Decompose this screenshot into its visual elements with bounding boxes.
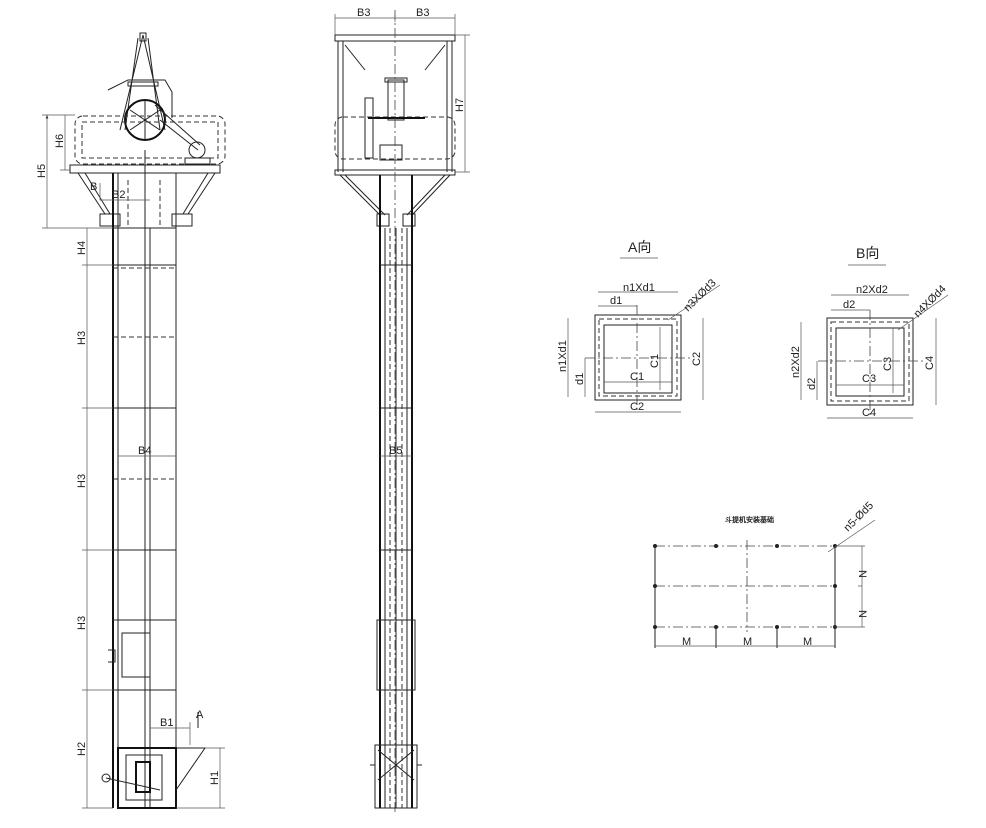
front-elevation-view: B3 B3 H7 B5 [334, 7, 470, 815]
label-d2-vertical: d2 [806, 378, 818, 390]
label-n1xd1-vertical: n1Xd1 [557, 340, 569, 372]
dim-B3: B3 [416, 7, 429, 19]
view-a-title: A向 [628, 239, 651, 255]
dim-H1: H1 [209, 771, 221, 785]
label-n2xd2-vertical: n2Xd2 [790, 346, 802, 378]
dim-B1: B1 [160, 717, 173, 729]
label-C2-vertical: C2 [691, 352, 703, 366]
dim-H3: H3 [76, 331, 88, 345]
label-d2: d2 [843, 299, 855, 311]
label-n3-d3: n3XØd3 [682, 277, 719, 314]
view-b-outlet-flange: B向 n2Xd2 d2 n4XØd4 n2Xd2 d2 C3 C3 C4 C4 [790, 245, 949, 419]
label-n1xd1: n1Xd1 [623, 282, 655, 294]
dim-B2: B2 [112, 189, 125, 201]
dim-H3: H3 [76, 474, 88, 488]
label-C4-vertical: C4 [924, 356, 936, 370]
label-M: M [682, 636, 691, 648]
label-C2: C2 [630, 401, 644, 413]
label-n2xd2: n2Xd2 [856, 284, 888, 296]
label-N: N [856, 570, 868, 578]
dim-H5: H5 [36, 164, 48, 178]
view-a-inlet-flange: A向 n1Xd1 d1 n3XØd3 n1Xd1 d1 C1 C1 C2 C2 [557, 239, 721, 413]
label-d1: d1 [610, 295, 622, 307]
label-N: N [856, 610, 868, 618]
dim-H7: H7 [454, 98, 466, 112]
side-elevation-view: H5 H6 H4 H3 H3 H3 H2 H1 B B2 B4 B1 A [36, 32, 226, 809]
label-C1-vertical: C1 [649, 354, 661, 368]
foundation-title: 斗提机安装基础 [725, 515, 774, 524]
label-C4: C4 [862, 407, 876, 419]
label-M: M [743, 636, 752, 648]
dim-B3: B3 [357, 7, 370, 19]
label-d1-vertical: d1 [574, 373, 586, 385]
label-n5-d5: n5-Ød5 [842, 500, 876, 534]
label-C3-vertical: C3 [882, 357, 894, 371]
label-C3: C3 [862, 373, 876, 385]
label-M: M [803, 636, 812, 648]
dim-H3: H3 [76, 616, 88, 630]
view-arrow-A: A [196, 709, 204, 721]
dim-B4: B4 [138, 445, 151, 457]
dim-B: B [90, 181, 97, 193]
dim-B5: B5 [389, 445, 402, 457]
dim-H2: H2 [76, 742, 88, 756]
foundation-plan: 斗提机安装基础 n5-Ød5 N N M M M [653, 500, 876, 648]
dim-H4: H4 [76, 241, 88, 255]
label-n4-d4: n4XØd4 [912, 283, 949, 320]
head-hood-outline [74, 115, 226, 165]
motor [188, 141, 206, 159]
dim-H6: H6 [54, 134, 66, 148]
view-b-title: B向 [856, 245, 879, 261]
label-C1: C1 [630, 371, 644, 383]
